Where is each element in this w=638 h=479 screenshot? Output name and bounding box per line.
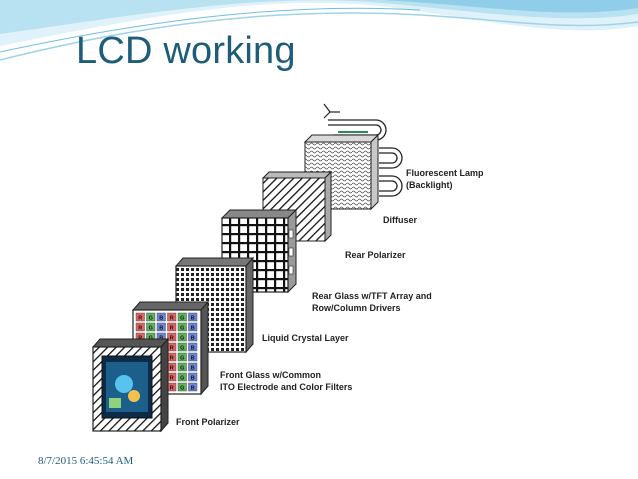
filter-cell-letter: G bbox=[180, 316, 184, 322]
filter-cell-g bbox=[177, 372, 187, 382]
liquid-crystal-label: Liquid Crystal Layer bbox=[262, 333, 349, 343]
front-glass-label-line2: ITO Electrode and Color Filters bbox=[220, 382, 352, 392]
filter-cell-letter: G bbox=[180, 336, 184, 342]
rear-polarizer-panel bbox=[220, 208, 298, 294]
filter-cell-letter: B bbox=[159, 326, 163, 332]
filter-cell-letter: B bbox=[191, 386, 195, 392]
filter-cell-letter: R bbox=[170, 366, 174, 372]
filter-cell-letter: R bbox=[170, 356, 174, 362]
slide-title: LCD working bbox=[76, 30, 296, 72]
filter-cell-r bbox=[167, 312, 177, 322]
filter-cell-b bbox=[188, 332, 198, 342]
front-glass-label-line1: Front Glass w/Common bbox=[220, 370, 321, 380]
filter-cell-g bbox=[177, 332, 187, 342]
filter-cell-b bbox=[188, 352, 198, 362]
lcd-exploded-diagram: RGBRGBRGBRGBRGBRGBRGBRGBRGBRGBRGBRGBRGBR… bbox=[76, 98, 520, 444]
filter-cell-b bbox=[156, 322, 166, 332]
lamp-label-line2: (Backlight) bbox=[406, 180, 453, 190]
filter-cell-letter: B bbox=[191, 316, 195, 322]
diffuser-label: Diffuser bbox=[383, 215, 418, 225]
filter-cell-g bbox=[177, 342, 187, 352]
filter-cell-letter: R bbox=[138, 316, 142, 322]
filter-cell-letter: R bbox=[138, 326, 142, 332]
rear-polarizer-label: Rear Polarizer bbox=[345, 250, 406, 260]
filter-cell-g bbox=[146, 322, 156, 332]
filter-cell-letter: B bbox=[191, 376, 195, 382]
filter-cell-b bbox=[188, 322, 198, 332]
filter-cell-r bbox=[135, 322, 145, 332]
lamp-label-line1: Fluorescent Lamp bbox=[406, 168, 484, 178]
filter-cell-g bbox=[177, 322, 187, 332]
front-polarizer-label: Front Polarizer bbox=[176, 417, 240, 427]
filter-cell-letter: B bbox=[191, 326, 195, 332]
filter-cell-letter: G bbox=[149, 326, 153, 332]
filter-cell-letter: G bbox=[180, 326, 184, 332]
filter-cell-g bbox=[177, 352, 187, 362]
filter-cell-letter: R bbox=[170, 326, 174, 332]
slide-timestamp: 8/7/2015 6:45:54 AM bbox=[38, 455, 134, 467]
filter-cell-letter: B bbox=[191, 346, 195, 352]
filter-cell-letter: R bbox=[170, 336, 174, 342]
fluorescent-lamp bbox=[323, 103, 403, 197]
filter-cell-letter: R bbox=[170, 316, 174, 322]
filter-cell-b bbox=[188, 382, 198, 392]
filter-cell-g bbox=[177, 382, 187, 392]
front-polarizer-panel bbox=[91, 337, 170, 433]
filter-cell-b bbox=[156, 312, 166, 322]
filter-cell-g bbox=[177, 362, 187, 372]
filter-cell-letter: B bbox=[191, 336, 195, 342]
filter-cell-letter: G bbox=[180, 376, 184, 382]
filter-cell-letter: G bbox=[180, 386, 184, 392]
filter-cell-r bbox=[135, 312, 145, 322]
filter-cell-g bbox=[146, 312, 156, 322]
header-swoosh bbox=[0, 0, 638, 61]
filter-cell-b bbox=[188, 312, 198, 322]
filter-cell-letter: G bbox=[180, 346, 184, 352]
filter-cell-b bbox=[188, 372, 198, 382]
filter-cell-b bbox=[188, 362, 198, 372]
filter-cell-letter: B bbox=[159, 316, 163, 322]
filter-cell-letter: R bbox=[170, 376, 174, 382]
filter-cell-letter: G bbox=[180, 356, 184, 362]
filter-cell-letter: R bbox=[170, 346, 174, 352]
rear-glass-label-line2: Row/Column Drivers bbox=[312, 303, 401, 313]
filter-cell-g bbox=[177, 312, 187, 322]
rear-glass-label-line1: Rear Glass w/TFT Array and bbox=[312, 291, 432, 301]
filter-cell-letter: R bbox=[170, 386, 174, 392]
filter-cell-letter: B bbox=[191, 356, 195, 362]
filter-cell-r bbox=[167, 332, 177, 342]
filter-cell-letter: G bbox=[149, 316, 153, 322]
filter-cell-b bbox=[188, 342, 198, 352]
filter-cell-r bbox=[167, 322, 177, 332]
filter-cell-letter: B bbox=[191, 366, 195, 372]
filter-cell-letter: G bbox=[180, 366, 184, 372]
